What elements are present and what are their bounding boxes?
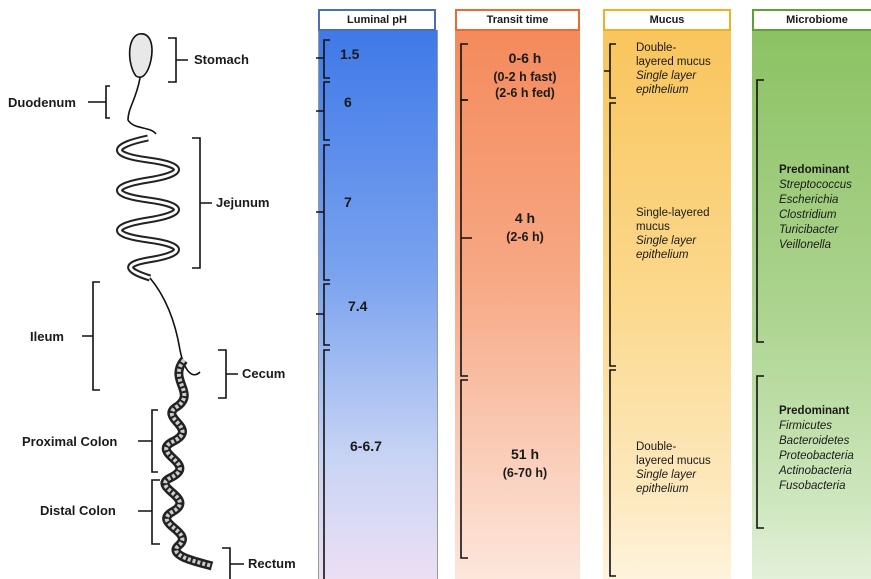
microbiome-taxon: Bacteroidetes	[779, 434, 871, 449]
rectum-bracket	[222, 548, 244, 579]
label-ileum: Ileum	[30, 329, 64, 344]
proximal-colon-bracket	[138, 410, 158, 472]
mucus-epithelium: epithelium	[636, 248, 730, 262]
transit-main: 0-6 h	[470, 50, 580, 66]
cecum-bracket	[218, 350, 238, 398]
ph-bracket-1	[316, 40, 330, 78]
mucus-bracket-3	[610, 370, 616, 576]
mucus-line: Single-layered	[636, 206, 730, 220]
label-distal-colon: Distal Colon	[40, 503, 116, 518]
ph-bracket-3	[316, 145, 330, 280]
microbiome-taxon: Streptococcus	[779, 178, 871, 193]
transit-bracket-3	[461, 380, 468, 558]
microbiome-bracket-2	[757, 376, 764, 528]
mucus-line: layered mucus	[636, 454, 730, 468]
mucus-epithelium: epithelium	[636, 83, 730, 97]
mucus-line: Double-	[636, 440, 730, 454]
ph-bracket-4	[316, 284, 330, 345]
ph-bracket-2	[316, 82, 330, 140]
mucus-line: Double-	[636, 41, 730, 55]
ph-bracket-5	[324, 350, 330, 579]
transit-block-1: 0-6 h (0-2 h fast) (2-6 h fed)	[470, 50, 580, 100]
ph-value-stomach: 1.5	[340, 46, 359, 62]
mucus-block-2: Single-layered mucus Single layer epithe…	[636, 206, 730, 262]
transit-bracket-1	[461, 44, 468, 100]
stomach-bracket	[168, 38, 188, 82]
transit-sub: (2-6 h)	[470, 230, 580, 244]
label-cecum: Cecum	[242, 366, 285, 381]
microbiome-taxon: Turicibacter	[779, 223, 871, 238]
label-duodenum: Duodenum	[8, 95, 76, 110]
transit-block-2: 4 h (2-6 h)	[470, 210, 580, 244]
microbiome-taxon: Clostridium	[779, 208, 871, 223]
microbiome-taxon: Firmicutes	[779, 419, 871, 434]
duodenum-bracket	[88, 86, 110, 118]
transit-sub: (2-6 h fed)	[470, 86, 580, 100]
label-stomach: Stomach	[194, 52, 249, 67]
gut-illustration	[120, 34, 213, 566]
transit-sub: (0-2 h fast)	[470, 70, 580, 84]
microbiome-title: Predominant	[779, 163, 871, 178]
microbiome-taxon: Actinobacteria	[779, 464, 871, 479]
mucus-epithelium: epithelium	[636, 482, 730, 496]
microbiome-bracket-1	[757, 80, 764, 342]
mucus-line: mucus	[636, 220, 730, 234]
transit-block-3: 51 h (6-70 h)	[470, 446, 580, 480]
microbiome-taxon: Fusobacteria	[779, 479, 871, 494]
mucus-epithelium: Single layer	[636, 69, 730, 83]
transit-main: 4 h	[470, 210, 580, 226]
microbiome-title: Predominant	[779, 404, 871, 419]
ph-value-jejunum: 7	[344, 194, 352, 210]
label-jejunum: Jejunum	[216, 195, 269, 210]
mucus-bracket-2	[610, 103, 616, 366]
mucus-epithelium: Single layer	[636, 234, 730, 248]
microbiome-block-1: Predominant Streptococcus Escherichia Cl…	[779, 163, 871, 253]
ph-value-colon: 6-6.7	[350, 438, 382, 454]
distal-colon-bracket	[138, 480, 160, 544]
ileum-bracket	[82, 282, 100, 390]
ph-value-duodenum: 6	[344, 94, 352, 110]
transit-main: 51 h	[470, 446, 580, 462]
transit-sub: (6-70 h)	[470, 466, 580, 480]
mucus-epithelium: Single layer	[636, 468, 730, 482]
ph-value-ileum: 7.4	[348, 298, 367, 314]
microbiome-taxon: Escherichia	[779, 193, 871, 208]
label-rectum: Rectum	[248, 556, 296, 571]
microbiome-block-2: Predominant Firmicutes Bacteroidetes Pro…	[779, 404, 871, 494]
mucus-block-3: Double- layered mucus Single layer epith…	[636, 440, 730, 496]
microbiome-taxon: Veillonella	[779, 238, 871, 253]
mucus-block-1: Double- layered mucus Single layer epith…	[636, 41, 730, 97]
jejunum-bracket	[192, 138, 212, 268]
label-proximal-colon: Proximal Colon	[22, 434, 117, 449]
mucus-line: layered mucus	[636, 55, 730, 69]
mucus-bracket-1	[604, 44, 616, 98]
microbiome-taxon: Proteobacteria	[779, 449, 871, 464]
